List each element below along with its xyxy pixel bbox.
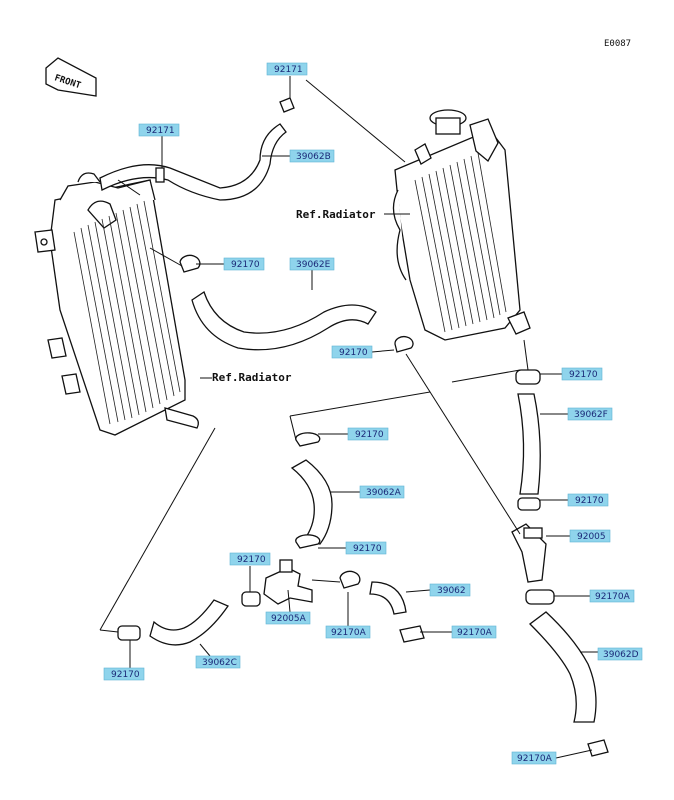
left-radiator [34, 172, 199, 436]
clamp-92171-lower [155, 167, 165, 183]
part-label[interactable]: 92170 [103, 667, 145, 681]
svg-text:92170A: 92170A [517, 754, 553, 764]
part-label[interactable]: 92170 [567, 493, 609, 507]
svg-text:92170A: 92170A [595, 592, 631, 602]
right-radiator [392, 109, 531, 341]
ref-radiator-right: Ref.Radiator [296, 208, 376, 221]
part-label[interactable]: 92005A [265, 611, 311, 625]
part-label[interactable]: 39062A [359, 485, 405, 499]
svg-text:39062: 39062 [437, 586, 466, 596]
clamp-92170a-c [399, 625, 425, 643]
clamp-92170-d [517, 497, 541, 511]
svg-text:92005: 92005 [577, 532, 606, 542]
clamp-92170-f [295, 534, 321, 549]
part-label[interactable]: 92170 [345, 541, 387, 555]
svg-text:92170: 92170 [339, 348, 368, 358]
svg-text:92170: 92170 [355, 430, 384, 440]
part-label[interactable]: 92170A [511, 751, 557, 765]
part-label[interactable]: 92170 [561, 367, 603, 381]
part-label[interactable]: 92170A [325, 625, 371, 639]
clamp-92170a-b [587, 739, 609, 757]
svg-text:92170: 92170 [569, 370, 598, 380]
svg-text:92170: 92170 [237, 555, 266, 565]
hose-39062e [191, 290, 377, 351]
hose-39062f [517, 393, 541, 495]
svg-text:92170A: 92170A [457, 628, 493, 638]
joint-92005a [263, 567, 313, 605]
diagram-code: E0087 [604, 39, 631, 49]
svg-text:39062D: 39062D [603, 650, 639, 660]
part-label[interactable]: 92170 [229, 552, 271, 566]
hose-39062 [369, 581, 407, 615]
clamp-92170-b [394, 335, 414, 353]
svg-text:92170: 92170 [353, 544, 382, 554]
svg-text:39062F: 39062F [574, 410, 608, 420]
part-label[interactable]: 39062 [429, 583, 471, 597]
part-label[interactable]: 39062F [567, 407, 613, 421]
ref-radiator-left: Ref.Radiator [212, 371, 292, 384]
clamp-92170-e [295, 432, 321, 447]
clamp-92171-upper [279, 97, 295, 113]
part-label[interactable]: 92171 [138, 123, 180, 137]
part-label[interactable]: 92170 [347, 427, 389, 441]
svg-text:92005A: 92005A [271, 614, 307, 624]
part-label[interactable]: 92005 [569, 529, 611, 543]
part-label[interactable]: 92170 [223, 257, 265, 271]
svg-text:92170A: 92170A [331, 628, 367, 638]
clamp-92170-g [241, 591, 261, 607]
part-label[interactable]: 92170A [589, 589, 635, 603]
part-label[interactable]: 39062B [289, 149, 335, 163]
hose-39062c [149, 599, 229, 646]
svg-text:39062E: 39062E [296, 260, 331, 270]
svg-text:92171: 92171 [274, 65, 303, 75]
clamp-92170-h [117, 625, 141, 641]
part-label[interactable]: 92170A [451, 625, 497, 639]
hose-39062d [529, 611, 597, 723]
part-label[interactable]: 39062E [289, 257, 335, 271]
clamp-92170a-a [525, 589, 555, 605]
svg-text:39062C: 39062C [202, 658, 237, 668]
svg-text:92170: 92170 [231, 260, 260, 270]
part-label[interactable]: 39062C [195, 655, 241, 669]
svg-text:92170: 92170 [575, 496, 604, 506]
part-label[interactable]: 92171 [266, 62, 308, 76]
part-label[interactable]: 39062D [597, 647, 643, 661]
hose-39062b [99, 123, 287, 201]
svg-text:39062B: 39062B [296, 152, 331, 162]
svg-text:92171: 92171 [146, 126, 175, 136]
clamp-92173a [339, 570, 361, 589]
svg-text:39062A: 39062A [366, 488, 402, 498]
clamp-92170-c [515, 369, 541, 385]
front-arrow-icon: FRONT [45, 57, 97, 97]
clamp-92170-a [179, 254, 201, 273]
part-label[interactable]: 92170 [331, 345, 373, 359]
svg-text:92170: 92170 [111, 670, 140, 680]
hose-39062a [290, 459, 333, 545]
